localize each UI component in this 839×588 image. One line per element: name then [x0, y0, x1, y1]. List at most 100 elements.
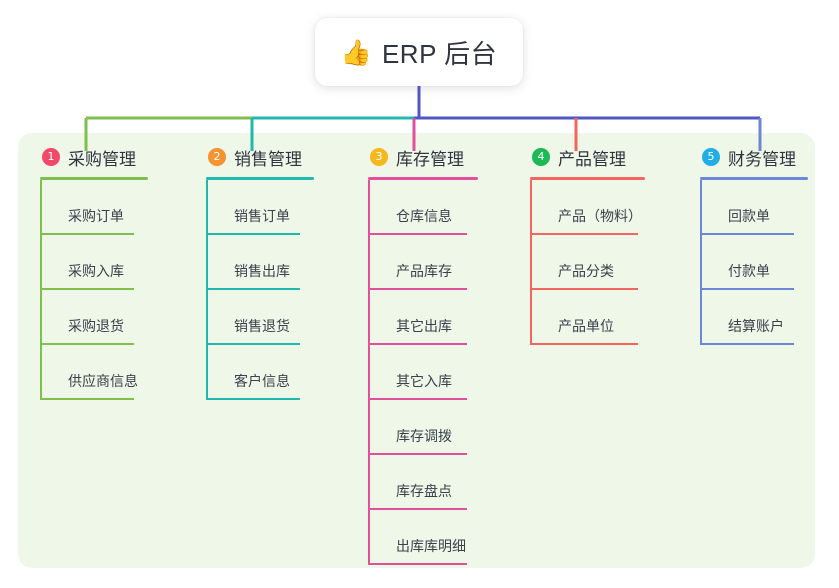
leaf-list-4: 产品（物料） 产品分类产品单位 — [530, 180, 645, 345]
leaf-item[interactable]: 产品（物料） — [530, 180, 645, 235]
leaf-label: 产品（物料） — [558, 208, 642, 224]
branch-title-3: 库存管理 — [396, 149, 464, 169]
branch-badge-1: 1 — [42, 148, 60, 166]
leaf-underline — [368, 508, 467, 510]
leaf-underline — [206, 398, 300, 400]
leaf-label: 库存盘点 — [396, 483, 452, 499]
branch-title-4: 产品管理 — [558, 149, 626, 169]
leaf-item[interactable]: 回款单 — [700, 180, 808, 235]
branch-column-5: 5 财务管理回款单付款单结算账户 — [700, 145, 808, 345]
leaf-spine-5 — [700, 180, 702, 345]
leaf-item[interactable]: 销售出库 — [206, 235, 314, 290]
leaf-item[interactable]: 销售退货 — [206, 290, 314, 345]
leaf-spine-3 — [368, 180, 370, 565]
leaf-label: 采购入库 — [68, 263, 124, 279]
leaf-underline — [368, 233, 467, 235]
leaf-underline — [206, 343, 300, 345]
branch-underline-2 — [206, 177, 314, 180]
branch-column-3: 3 库存管理仓库信息产品库存其它出库其它入库库存调拨库存盘点出库库明细 — [368, 145, 478, 565]
leaf-underline — [368, 453, 467, 455]
branch-underline-4 — [530, 177, 645, 180]
leaf-item[interactable]: 库存调拨 — [368, 400, 478, 455]
leaf-label: 客户信息 — [234, 373, 290, 389]
leaf-item[interactable]: 销售订单 — [206, 180, 314, 235]
branch-column-4: 4 产品管理产品（物料） 产品分类产品单位 — [530, 145, 645, 345]
leaf-item[interactable]: 供应商信息 — [40, 345, 148, 400]
branch-header-3[interactable]: 3 库存管理 — [368, 145, 478, 169]
leaf-label: 采购退货 — [68, 318, 124, 334]
leaf-underline — [368, 288, 467, 290]
leaf-label: 供应商信息 — [68, 373, 138, 389]
leaf-list-2: 销售订单销售出库销售退货客户信息 — [206, 180, 314, 400]
leaf-underline — [206, 233, 300, 235]
leaf-label: 出库库明细 — [396, 538, 466, 554]
leaf-item[interactable]: 产品分类 — [530, 235, 645, 290]
root-node-content: 👍 ERP 后台 — [341, 34, 497, 71]
leaf-underline — [40, 343, 134, 345]
branch-badge-3: 3 — [370, 148, 388, 166]
leaf-item[interactable]: 产品单位 — [530, 290, 645, 345]
leaf-item[interactable]: 库存盘点 — [368, 455, 478, 510]
leaf-underline — [700, 288, 794, 290]
leaf-item[interactable]: 产品库存 — [368, 235, 478, 290]
leaf-item[interactable]: 采购订单 — [40, 180, 148, 235]
branch-header-4[interactable]: 4 产品管理 — [530, 145, 645, 169]
leaf-spine-1 — [40, 180, 42, 400]
leaf-label: 销售订单 — [234, 208, 290, 224]
leaf-item[interactable]: 其它入库 — [368, 345, 478, 400]
branch-badge-2: 2 — [208, 148, 226, 166]
root-node-title: ERP 后台 — [381, 38, 498, 69]
branch-column-1: 1 采购管理采购订单采购入库采购退货供应商信息 — [40, 145, 148, 400]
leaf-label: 结算账户 — [728, 318, 784, 334]
leaf-label: 其它出库 — [396, 318, 452, 334]
leaf-item[interactable]: 采购入库 — [40, 235, 148, 290]
leaf-spine-4 — [530, 180, 532, 345]
branch-underline-3 — [368, 177, 478, 180]
leaf-underline — [368, 343, 467, 345]
leaf-list-1: 采购订单采购入库采购退货供应商信息 — [40, 180, 148, 400]
branch-header-2[interactable]: 2 销售管理 — [206, 145, 314, 169]
leaf-underline — [700, 343, 794, 345]
leaf-underline — [206, 288, 300, 290]
branch-underline-1 — [40, 177, 148, 180]
leaf-label: 销售出库 — [234, 263, 290, 279]
branch-badge-4: 4 — [532, 148, 550, 166]
leaf-underline — [530, 343, 638, 345]
leaf-label: 付款单 — [728, 263, 770, 279]
leaf-underline — [530, 233, 638, 235]
branch-underline-5 — [700, 177, 808, 180]
leaf-label: 产品库存 — [396, 263, 452, 279]
leaf-underline — [40, 398, 134, 400]
branch-header-5[interactable]: 5 财务管理 — [700, 145, 808, 169]
leaf-label: 产品单位 — [558, 318, 614, 334]
root-node[interactable]: 👍 ERP 后台 — [315, 18, 523, 86]
leaf-label: 回款单 — [728, 208, 770, 224]
leaf-underline — [530, 288, 638, 290]
leaf-item[interactable]: 客户信息 — [206, 345, 314, 400]
leaf-item[interactable]: 付款单 — [700, 235, 808, 290]
leaf-item[interactable]: 出库库明细 — [368, 510, 478, 565]
leaf-label: 产品分类 — [558, 263, 614, 279]
leaf-underline — [368, 398, 467, 400]
branches-panel — [18, 133, 815, 568]
leaf-item[interactable]: 仓库信息 — [368, 180, 478, 235]
leaf-underline — [40, 288, 134, 290]
leaf-label: 采购订单 — [68, 208, 124, 224]
leaf-list-5: 回款单付款单结算账户 — [700, 180, 808, 345]
branch-title-5: 财务管理 — [728, 149, 796, 169]
branch-title-1: 采购管理 — [68, 149, 136, 169]
leaf-list-3: 仓库信息产品库存其它出库其它入库库存调拨库存盘点出库库明细 — [368, 180, 478, 565]
leaf-underline — [368, 563, 467, 565]
branch-badge-5: 5 — [702, 148, 720, 166]
leaf-underline — [40, 233, 134, 235]
leaf-spine-2 — [206, 180, 208, 400]
leaf-label: 库存调拨 — [396, 428, 452, 444]
branch-header-1[interactable]: 1 采购管理 — [40, 145, 148, 169]
branch-title-2: 销售管理 — [234, 149, 302, 169]
leaf-label: 其它入库 — [396, 373, 452, 389]
leaf-item[interactable]: 采购退货 — [40, 290, 148, 345]
leaf-item[interactable]: 其它出库 — [368, 290, 478, 345]
leaf-item[interactable]: 结算账户 — [700, 290, 808, 345]
leaf-label: 销售退货 — [234, 318, 290, 334]
